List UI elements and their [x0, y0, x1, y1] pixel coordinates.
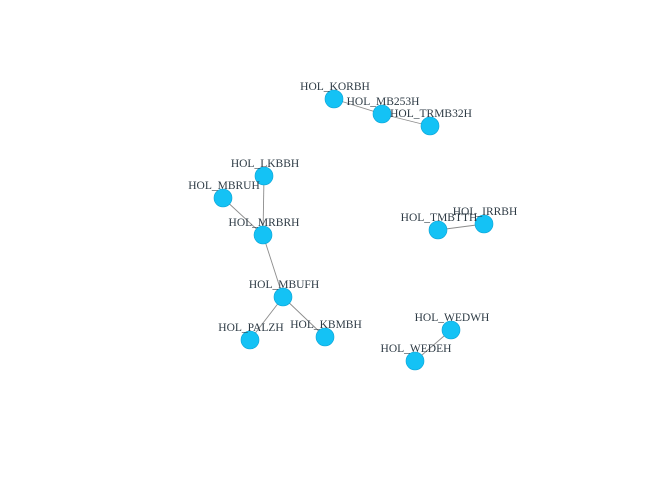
- node-label-hol-mbruh: HOL_MBRUH: [188, 180, 260, 192]
- node-hol-irrbh[interactable]: [474, 214, 494, 234]
- node-label-hol-mb253h: HOL_MB253H: [347, 96, 420, 108]
- node-label-hol-irrbh: HOL_IRRBH: [453, 206, 518, 218]
- node-hol-palzh[interactable]: [240, 330, 260, 350]
- node-hol-wedeh[interactable]: [405, 351, 425, 371]
- node-label-hol-trmb32h: HOL_TRMB32H: [390, 108, 472, 120]
- edge-hol-mbufh-hol-kbmbh: [282, 296, 326, 338]
- node-hol-tmbtth[interactable]: [428, 220, 448, 240]
- node-label-hol-palzh: HOL_PALZH: [218, 322, 283, 334]
- node-hol-lkbbh[interactable]: [254, 166, 274, 186]
- node-hol-korbh[interactable]: [324, 89, 344, 109]
- node-hol-mbruh[interactable]: [213, 188, 233, 208]
- node-label-hol-korbh: HOL_KORBH: [300, 81, 370, 93]
- node-label-hol-wedeh: HOL_WEDEH: [381, 343, 452, 355]
- node-hol-mrbrh[interactable]: [253, 225, 273, 245]
- node-hol-wedwh[interactable]: [441, 320, 461, 340]
- node-layer: [213, 89, 494, 371]
- node-label-hol-mrbrh: HOL_MRBRH: [229, 217, 300, 229]
- node-label-hol-lkbbh: HOL_LKBBH: [231, 158, 299, 170]
- node-hol-mbufh[interactable]: [273, 287, 293, 307]
- edge-hol-lkbbh-hol-mrbrh: [262, 175, 265, 236]
- node-label-hol-mbufh: HOL_MBUFH: [249, 279, 319, 291]
- node-hol-kbmbh[interactable]: [315, 327, 335, 347]
- node-hol-trmb32h[interactable]: [420, 116, 440, 136]
- node-label-hol-kbmbh: HOL_KBMBH: [290, 319, 362, 331]
- node-label-hol-wedwh: HOL_WEDWH: [415, 312, 490, 324]
- edge-hol-mrbrh-hol-mbufh: [262, 234, 284, 298]
- node-hol-mb253h[interactable]: [372, 104, 392, 124]
- node-label-hol-tmbtth: HOL_TMBTTH: [401, 212, 478, 224]
